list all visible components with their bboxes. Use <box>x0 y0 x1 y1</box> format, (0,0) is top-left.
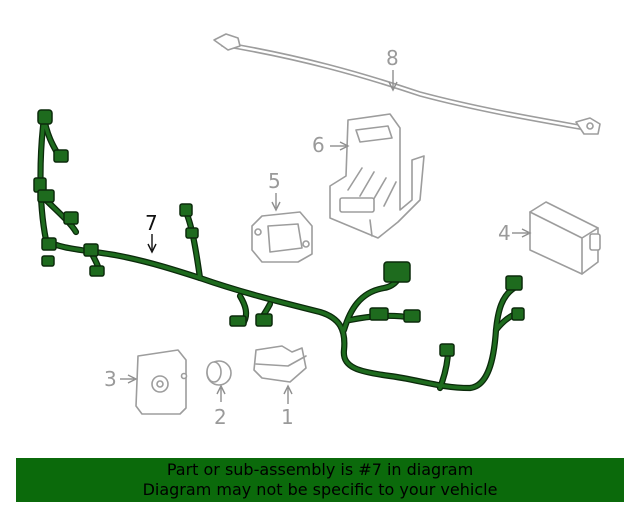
callout-4: 4 <box>498 221 511 245</box>
part-7-wiring-harness <box>33 109 525 392</box>
part-1-retainer <box>253 345 307 383</box>
notice-banner: Part or sub-assembly is #7 in diagram Di… <box>16 458 624 502</box>
callout-7: 7 <box>145 211 158 235</box>
part-4-control-module <box>529 201 601 275</box>
notice-line-1: Part or sub-assembly is #7 in diagram <box>166 460 474 479</box>
callout-1: 1 <box>281 405 294 429</box>
callout-5: 5 <box>268 169 281 193</box>
notice-line-2: Diagram may not be specific to your vehi… <box>142 480 498 499</box>
part-6-bracket <box>329 113 425 239</box>
parts-diagram: 8 6 5 4 3 2 <box>33 33 601 429</box>
part-3-sensor-bracket <box>135 349 188 415</box>
part-5-module <box>251 211 313 263</box>
callout-2: 2 <box>214 405 227 429</box>
callout-6: 6 <box>312 133 325 157</box>
part-2-sensor <box>206 360 232 386</box>
callout-3: 3 <box>104 367 117 391</box>
callout-8: 8 <box>386 46 399 70</box>
part-8-cable <box>213 33 601 135</box>
